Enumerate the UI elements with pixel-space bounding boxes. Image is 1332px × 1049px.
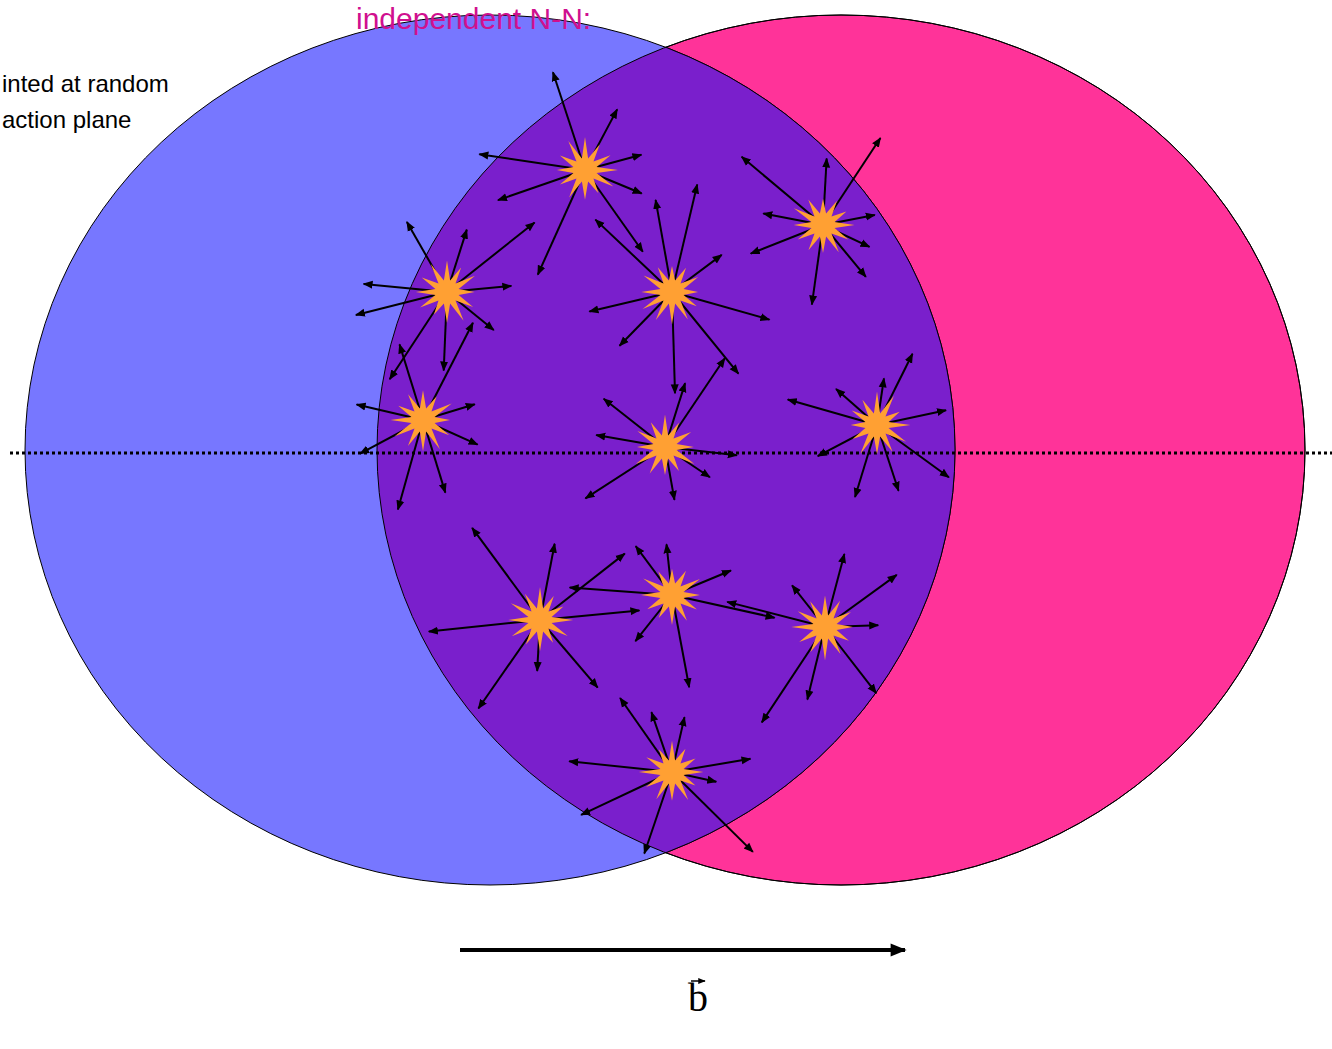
particle-arrow xyxy=(727,602,825,627)
nn-collision xyxy=(589,185,769,394)
note: action plane xyxy=(2,106,131,134)
nn-collision xyxy=(727,554,897,722)
particle-arrow xyxy=(356,292,447,315)
collision-star xyxy=(791,596,853,661)
particle-arrow xyxy=(672,292,738,374)
collision-star xyxy=(639,741,704,801)
particle-arrow xyxy=(447,223,535,292)
nn-collision xyxy=(570,544,775,687)
collision-star xyxy=(416,261,475,323)
particle-arrow xyxy=(742,157,823,225)
nn-collision xyxy=(429,528,640,709)
collision-star xyxy=(391,390,452,451)
particle-arrow xyxy=(672,292,769,320)
nn-collision xyxy=(356,222,535,379)
vector-label: b xyxy=(688,975,708,1021)
collision-star xyxy=(508,587,573,651)
nn-collision xyxy=(788,354,949,497)
particle-arrow xyxy=(540,554,625,620)
collision-star xyxy=(641,266,698,325)
nn-collision xyxy=(357,323,478,510)
nn-collision xyxy=(479,72,642,274)
nn-collision xyxy=(569,698,753,853)
heading: independent N-N: xyxy=(356,2,591,37)
projectile-nucleus xyxy=(25,15,955,885)
impact-parameter-arrow xyxy=(460,948,905,952)
particle-arrow xyxy=(672,772,753,852)
collision-star xyxy=(641,569,700,625)
collision-star xyxy=(851,392,911,455)
nn-collision xyxy=(585,358,736,500)
nn-collisions xyxy=(356,72,949,853)
overlap-region xyxy=(25,15,955,885)
particle-arrow xyxy=(672,595,775,618)
collision-star xyxy=(636,414,695,475)
note: inted at random xyxy=(2,70,169,98)
collision-star xyxy=(557,137,618,200)
particle-arrow xyxy=(553,72,585,170)
target-outline xyxy=(377,15,1305,885)
nn-collision xyxy=(742,138,881,305)
collision-star xyxy=(794,199,855,253)
nuclei xyxy=(25,15,1305,885)
